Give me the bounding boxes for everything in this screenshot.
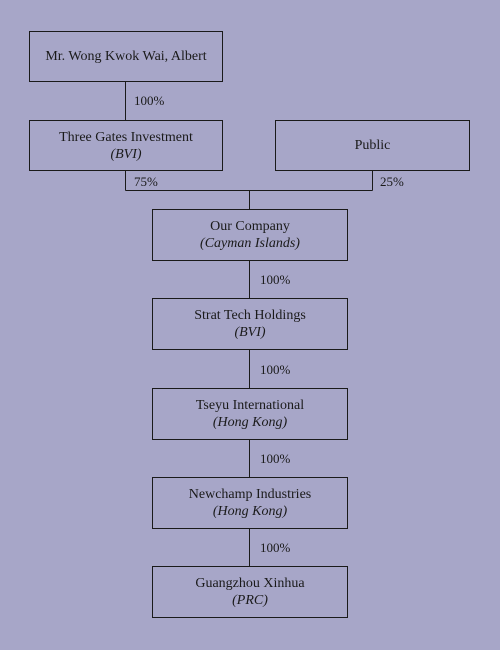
entity-guangzhou-xinhua: Guangzhou Xinhua (PRC) — [152, 566, 348, 618]
entity-name: Tseyu International — [195, 398, 305, 413]
entity-name: Strat Tech Holdings — [194, 308, 306, 323]
entity-jurisdiction: (BVI) — [110, 146, 142, 162]
entity-jurisdiction: (Hong Kong) — [212, 415, 288, 430]
ownership-label-public-our-company: 25% — [380, 174, 404, 189]
entity-name: Newchamp Industries — [188, 487, 312, 502]
entity-strat-tech-holdings: Strat Tech Holdings (BVI) — [152, 298, 348, 350]
ownership-label-newchamp-guangzhou: 100% — [260, 540, 291, 555]
entity-jurisdiction: (Hong Kong) — [212, 504, 288, 519]
entity-our-company: Our Company (Cayman Islands) — [152, 209, 348, 261]
entity-newchamp-industries: Newchamp Industries (Hong Kong) — [152, 477, 348, 529]
ownership-label-strat-tech-tseyu: 100% — [260, 362, 291, 377]
entity-name: Public — [354, 138, 391, 153]
ownership-label-three-gates-our-company: 75% — [134, 174, 158, 189]
ownership-label-our-company-strat-tech: 100% — [260, 272, 291, 287]
ownership-label-tseyu-newchamp: 100% — [260, 451, 291, 466]
entity-jurisdiction: (PRC) — [232, 593, 268, 608]
entity-wong-kwok-wai: Mr. Wong Kwok Wai, Albert — [29, 31, 223, 82]
entity-name: Our Company — [210, 219, 290, 234]
entity-public: Public — [275, 120, 470, 171]
entity-name: Mr. Wong Kwok Wai, Albert — [45, 49, 207, 64]
entity-jurisdiction: (Cayman Islands) — [200, 236, 300, 251]
entity-tseyu-international: Tseyu International (Hong Kong) — [152, 388, 348, 440]
entity-jurisdiction: (BVI) — [234, 325, 266, 340]
ownership-label-wong-three-gates: 100% — [134, 93, 165, 108]
entity-name: Guangzhou Xinhua — [195, 576, 305, 591]
entity-name: Three Gates Investment — [59, 129, 193, 145]
entity-three-gates-investment: Three Gates Investment (BVI) — [29, 120, 223, 171]
